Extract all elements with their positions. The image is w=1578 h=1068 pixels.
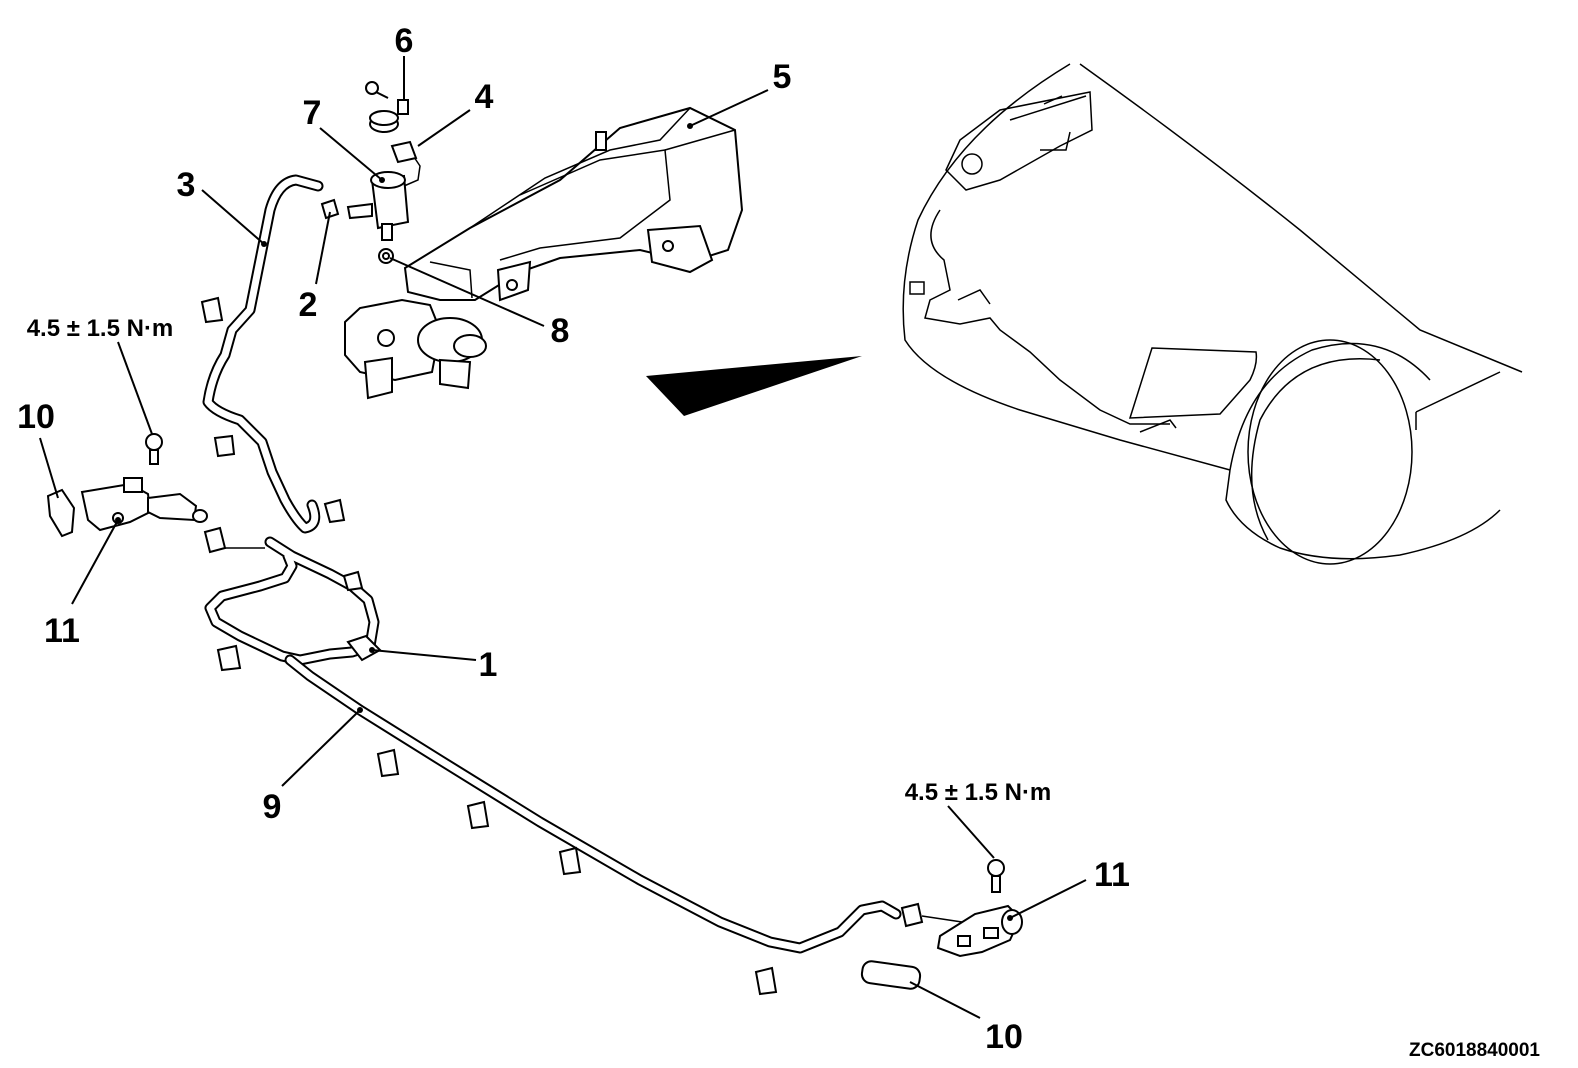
hose-clip bbox=[320, 198, 340, 220]
torque-spec-right: 4.5 ± 1.5 N·m bbox=[905, 779, 1052, 806]
callout-8: 8 bbox=[551, 312, 570, 350]
torque-spec-left: 4.5 ± 1.5 N·m bbox=[27, 315, 174, 342]
callout-3: 3 bbox=[177, 166, 196, 204]
washer-reservoir-tank bbox=[403, 106, 744, 302]
callout-5: 5 bbox=[773, 58, 792, 96]
left-headlamp-washer-nozzle bbox=[46, 477, 208, 538]
right-nozzle-cover bbox=[860, 960, 922, 990]
figure-code: ZC6018840001 bbox=[1409, 1040, 1540, 1061]
callout-6: 6 bbox=[395, 22, 414, 60]
left-mounting-bolt bbox=[145, 433, 163, 465]
callout-2: 2 bbox=[299, 286, 318, 324]
right-mounting-bolt bbox=[987, 859, 1005, 893]
callout-7: 7 bbox=[303, 94, 322, 132]
grommet bbox=[378, 248, 394, 264]
callout-10-right: 10 bbox=[985, 1018, 1023, 1056]
view-arrow bbox=[646, 356, 862, 416]
vehicle-location-view bbox=[902, 63, 1523, 565]
callout-9: 9 bbox=[263, 788, 282, 826]
callout-10-left: 10 bbox=[17, 398, 55, 436]
harness-connector bbox=[390, 140, 418, 164]
hose-clamps bbox=[200, 296, 963, 996]
leader-lines bbox=[39, 56, 1087, 1019]
motor-band bbox=[365, 81, 409, 133]
filler-neck-assembly bbox=[344, 298, 487, 400]
callout-1: 1 bbox=[479, 646, 498, 684]
callout-11-right: 11 bbox=[1094, 856, 1130, 894]
callout-4: 4 bbox=[475, 78, 494, 116]
callout-11-left: 11 bbox=[44, 612, 80, 650]
washer-motor bbox=[346, 153, 421, 241]
right-headlamp-washer-nozzle bbox=[936, 904, 1023, 958]
